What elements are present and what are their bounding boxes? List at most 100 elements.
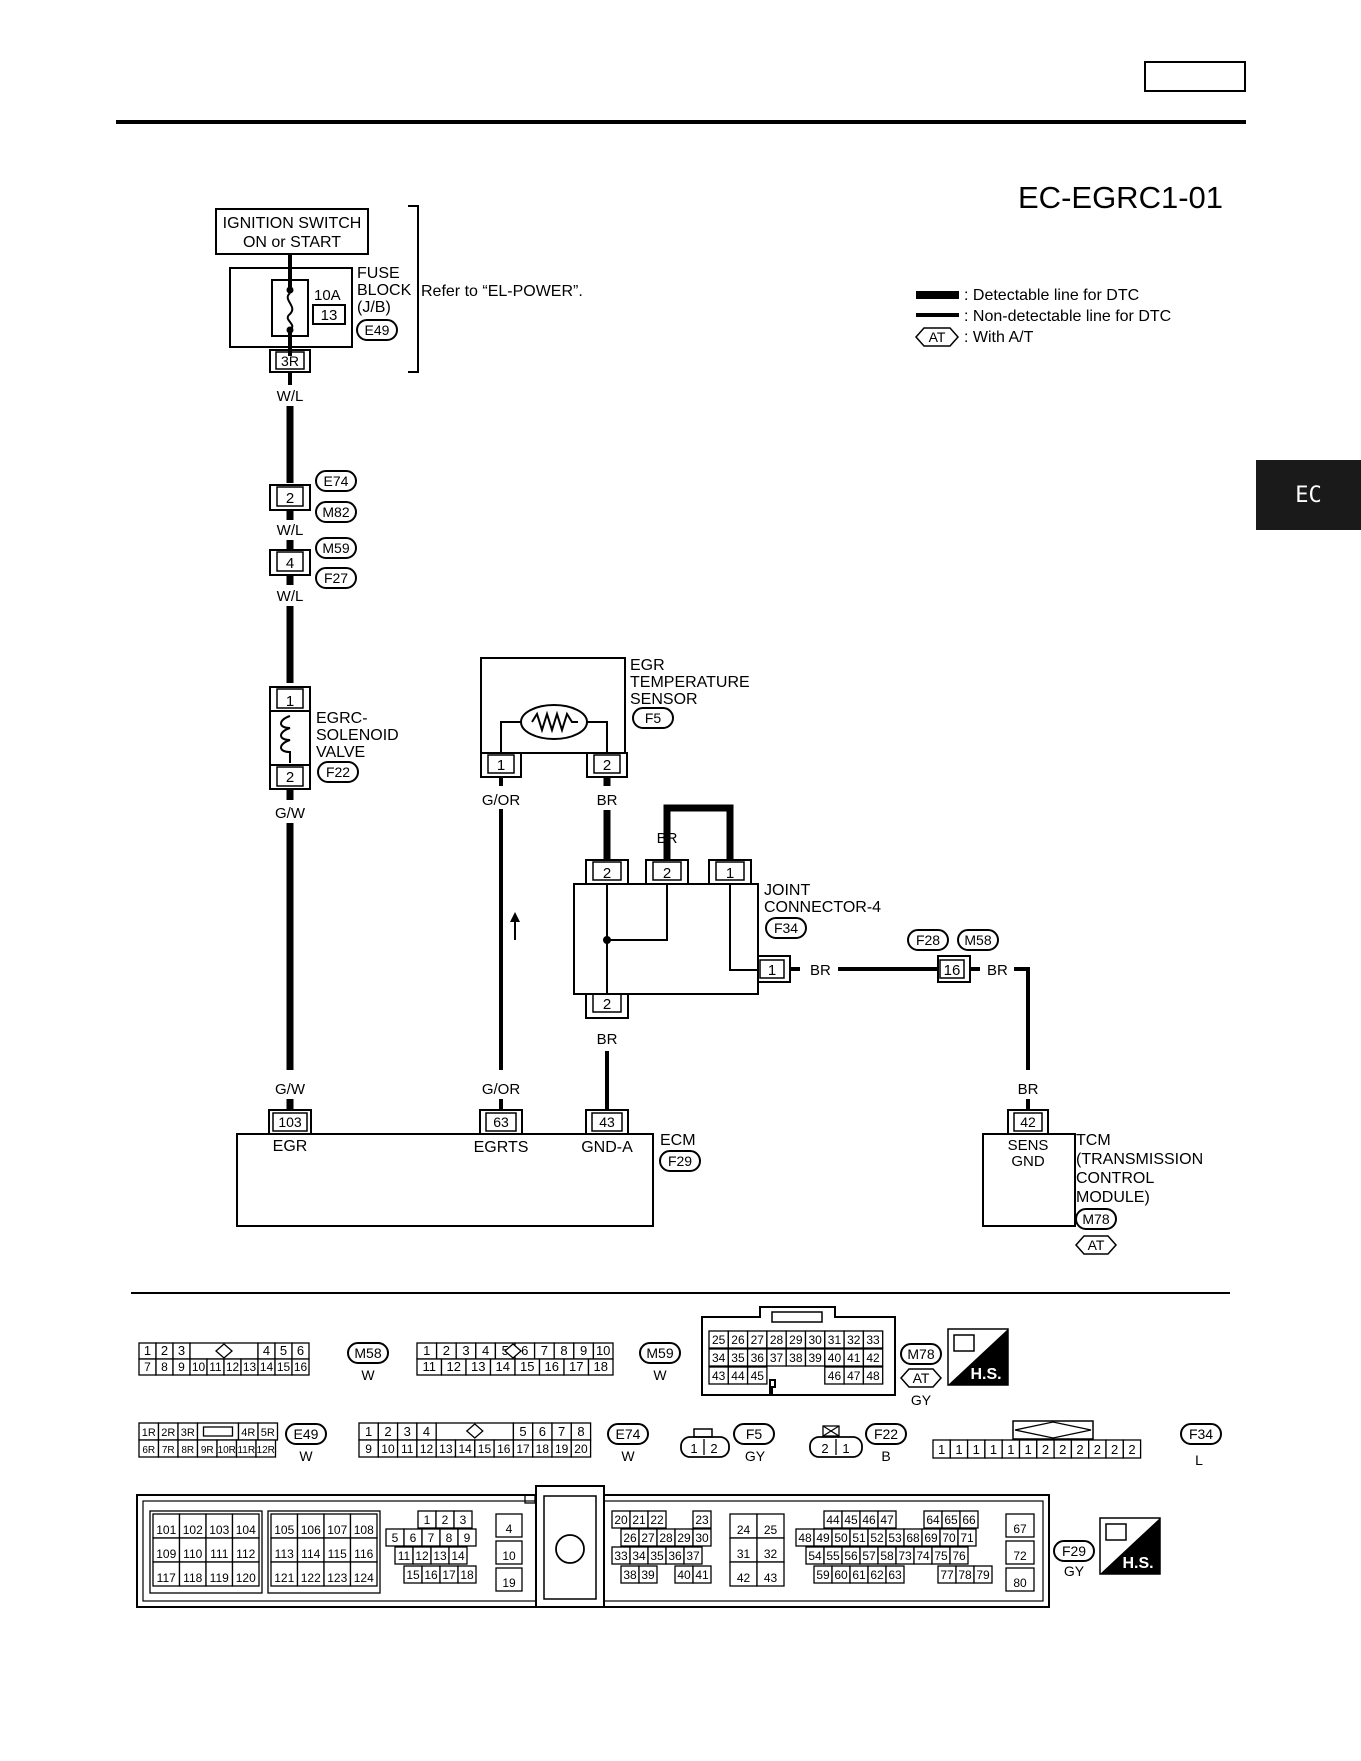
harness-side-icon: H.S. (947, 1328, 1009, 1386)
wire-label-br-2: BR (657, 830, 678, 847)
connector-badge-m82: M82 (322, 504, 349, 520)
connector-badge-f29: F29 (668, 1153, 692, 1169)
connector-pin-label: 64 (926, 1513, 940, 1527)
connector-pin-label: 37 (770, 1351, 784, 1365)
connector-center-inner (543, 1495, 597, 1600)
connector-pin-label: 116 (354, 1547, 373, 1561)
connector-pin-label: 59 (816, 1568, 830, 1582)
connector-color: W (299, 1448, 313, 1464)
connector-pin-label: 4 (263, 1343, 270, 1358)
connector-pin-label: 8R (181, 1445, 194, 1456)
connector-color: GY (1064, 1563, 1085, 1579)
fuse-amperage: 10A (314, 287, 341, 304)
connector-pin-label: 8 (577, 1424, 584, 1439)
connector-pin-label: 76 (952, 1549, 966, 1563)
connector-pin-cell (205, 1561, 234, 1587)
connector-pin-label: 9R (201, 1445, 214, 1456)
connector-pin-label: 3 (462, 1343, 469, 1358)
connector-pin-label: 70 (942, 1531, 956, 1545)
connector-pin-label: 31 (828, 1333, 842, 1347)
connector-id: M78 (907, 1346, 934, 1362)
connector-key-slot (524, 1494, 536, 1504)
connector-id-badge (865, 1423, 907, 1445)
hs-plug-icon (1105, 1523, 1127, 1541)
connector-pin-label: 47 (880, 1513, 894, 1527)
connector-pin-label: 28 (659, 1531, 673, 1545)
wire-label-gw-1: G/W (275, 805, 306, 822)
connector-key-icon (215, 1343, 233, 1359)
connector-pin-label: 19 (502, 1576, 516, 1590)
connector-pin-cell (587, 1358, 614, 1376)
connector-pin-label: 30 (808, 1333, 822, 1347)
connector-pin-cell (862, 1330, 884, 1349)
connector-pin-label: 13 (439, 1442, 453, 1456)
connector-pin-label: 9 (464, 1531, 471, 1545)
connector-pin-label: 36 (751, 1351, 765, 1365)
hs-plug-icon (953, 1334, 975, 1352)
connector-pin-label: 11 (401, 1442, 414, 1456)
connector-pin-label: 1R (142, 1427, 156, 1439)
connector-pin-label: 31 (737, 1547, 751, 1561)
tcm-label-4: MODULE) (1076, 1189, 1150, 1206)
connector-id-badge (347, 1342, 389, 1364)
connector-pin-label: 47 (847, 1369, 861, 1383)
wire-label-br-5: BR (987, 962, 1008, 979)
connector-pin-label: 17 (569, 1359, 583, 1374)
connector-pin-cell (692, 1510, 712, 1529)
connector-pin-cell (231, 1561, 260, 1587)
connector-pin-label: 2 (443, 1343, 450, 1358)
legend-detectable-text: : Detectable line for DTC (964, 287, 1139, 304)
connector-pin-label: 107 (327, 1523, 347, 1537)
connector-pin-label: 1 (365, 1424, 372, 1439)
valve-label-3: VALVE (316, 744, 365, 761)
wire-label-br-3: BR (597, 1031, 618, 1048)
connector-key-icon (202, 1426, 234, 1437)
connector-pin-label: 32 (764, 1547, 778, 1561)
connector-pin-cell (457, 1565, 477, 1584)
connector-pin-label: 1 (955, 1442, 962, 1457)
connector-latch (693, 1428, 713, 1438)
connector-pin-label: 78 (958, 1568, 972, 1582)
inline-pin-2: 2 (286, 490, 294, 507)
sensor-label-1: EGR (630, 657, 665, 674)
connector-badge-f28: F28 (916, 932, 940, 948)
hs-triangle (948, 1329, 1008, 1385)
hs-label: H.S. (970, 1366, 1001, 1383)
connector-pin-label: 4R (241, 1427, 255, 1439)
legend-at-symbol (914, 327, 960, 347)
legend-non-detectable-text: : Non-detectable line for DTC (964, 308, 1171, 325)
connector-pin-label: 20 (574, 1442, 588, 1456)
fuse-terminal-3r: 3R (281, 353, 299, 369)
connector-pin-label: 16 (294, 1360, 308, 1374)
fuse-block-label-1: FUSE (357, 265, 400, 282)
connector-pin-cell (1005, 1567, 1035, 1592)
connector-pin-label: 12 (415, 1549, 429, 1563)
connector-pin-label: 105 (274, 1523, 294, 1537)
connector-pin-label: 1 (424, 1513, 431, 1527)
section-tab-ec[interactable]: EC (1256, 460, 1361, 530)
connector-color: GY (745, 1448, 766, 1464)
connector-pin-label: 12 (447, 1359, 461, 1374)
connector-pin-label: 44 (731, 1369, 745, 1383)
connector-pin-label: 8 (161, 1360, 168, 1374)
connector-pin-label: 16 (497, 1442, 511, 1456)
connector-pin-label: 35 (650, 1549, 664, 1563)
connector-pin-label: 45 (844, 1513, 858, 1527)
connector-pin-label: 29 (677, 1531, 691, 1545)
connector-pin-label: 40 (828, 1351, 842, 1365)
connector-badge-m59: M59 (322, 540, 349, 556)
connector-pin-label: 5 (519, 1424, 526, 1439)
inline-connector-16: 16 F28 M58 BR BR (907, 929, 1039, 1110)
connector-pin-label: 2 (710, 1441, 717, 1456)
connector-pin-label: 2 (384, 1424, 391, 1439)
refer-bracket (408, 205, 419, 373)
connector-pin-label: 2 (1059, 1442, 1066, 1457)
connector-id: F34 (1189, 1426, 1213, 1442)
connector-pin-label: 44 (826, 1513, 840, 1527)
connector-pin-label: 21 (632, 1513, 646, 1527)
connector-pin-cell (692, 1565, 712, 1584)
connector-pin-label: 122 (301, 1571, 321, 1585)
connector-pin-cell (349, 1513, 378, 1539)
connector-pin-label: 52 (870, 1531, 884, 1545)
connector-pin-label: 15 (520, 1359, 534, 1374)
